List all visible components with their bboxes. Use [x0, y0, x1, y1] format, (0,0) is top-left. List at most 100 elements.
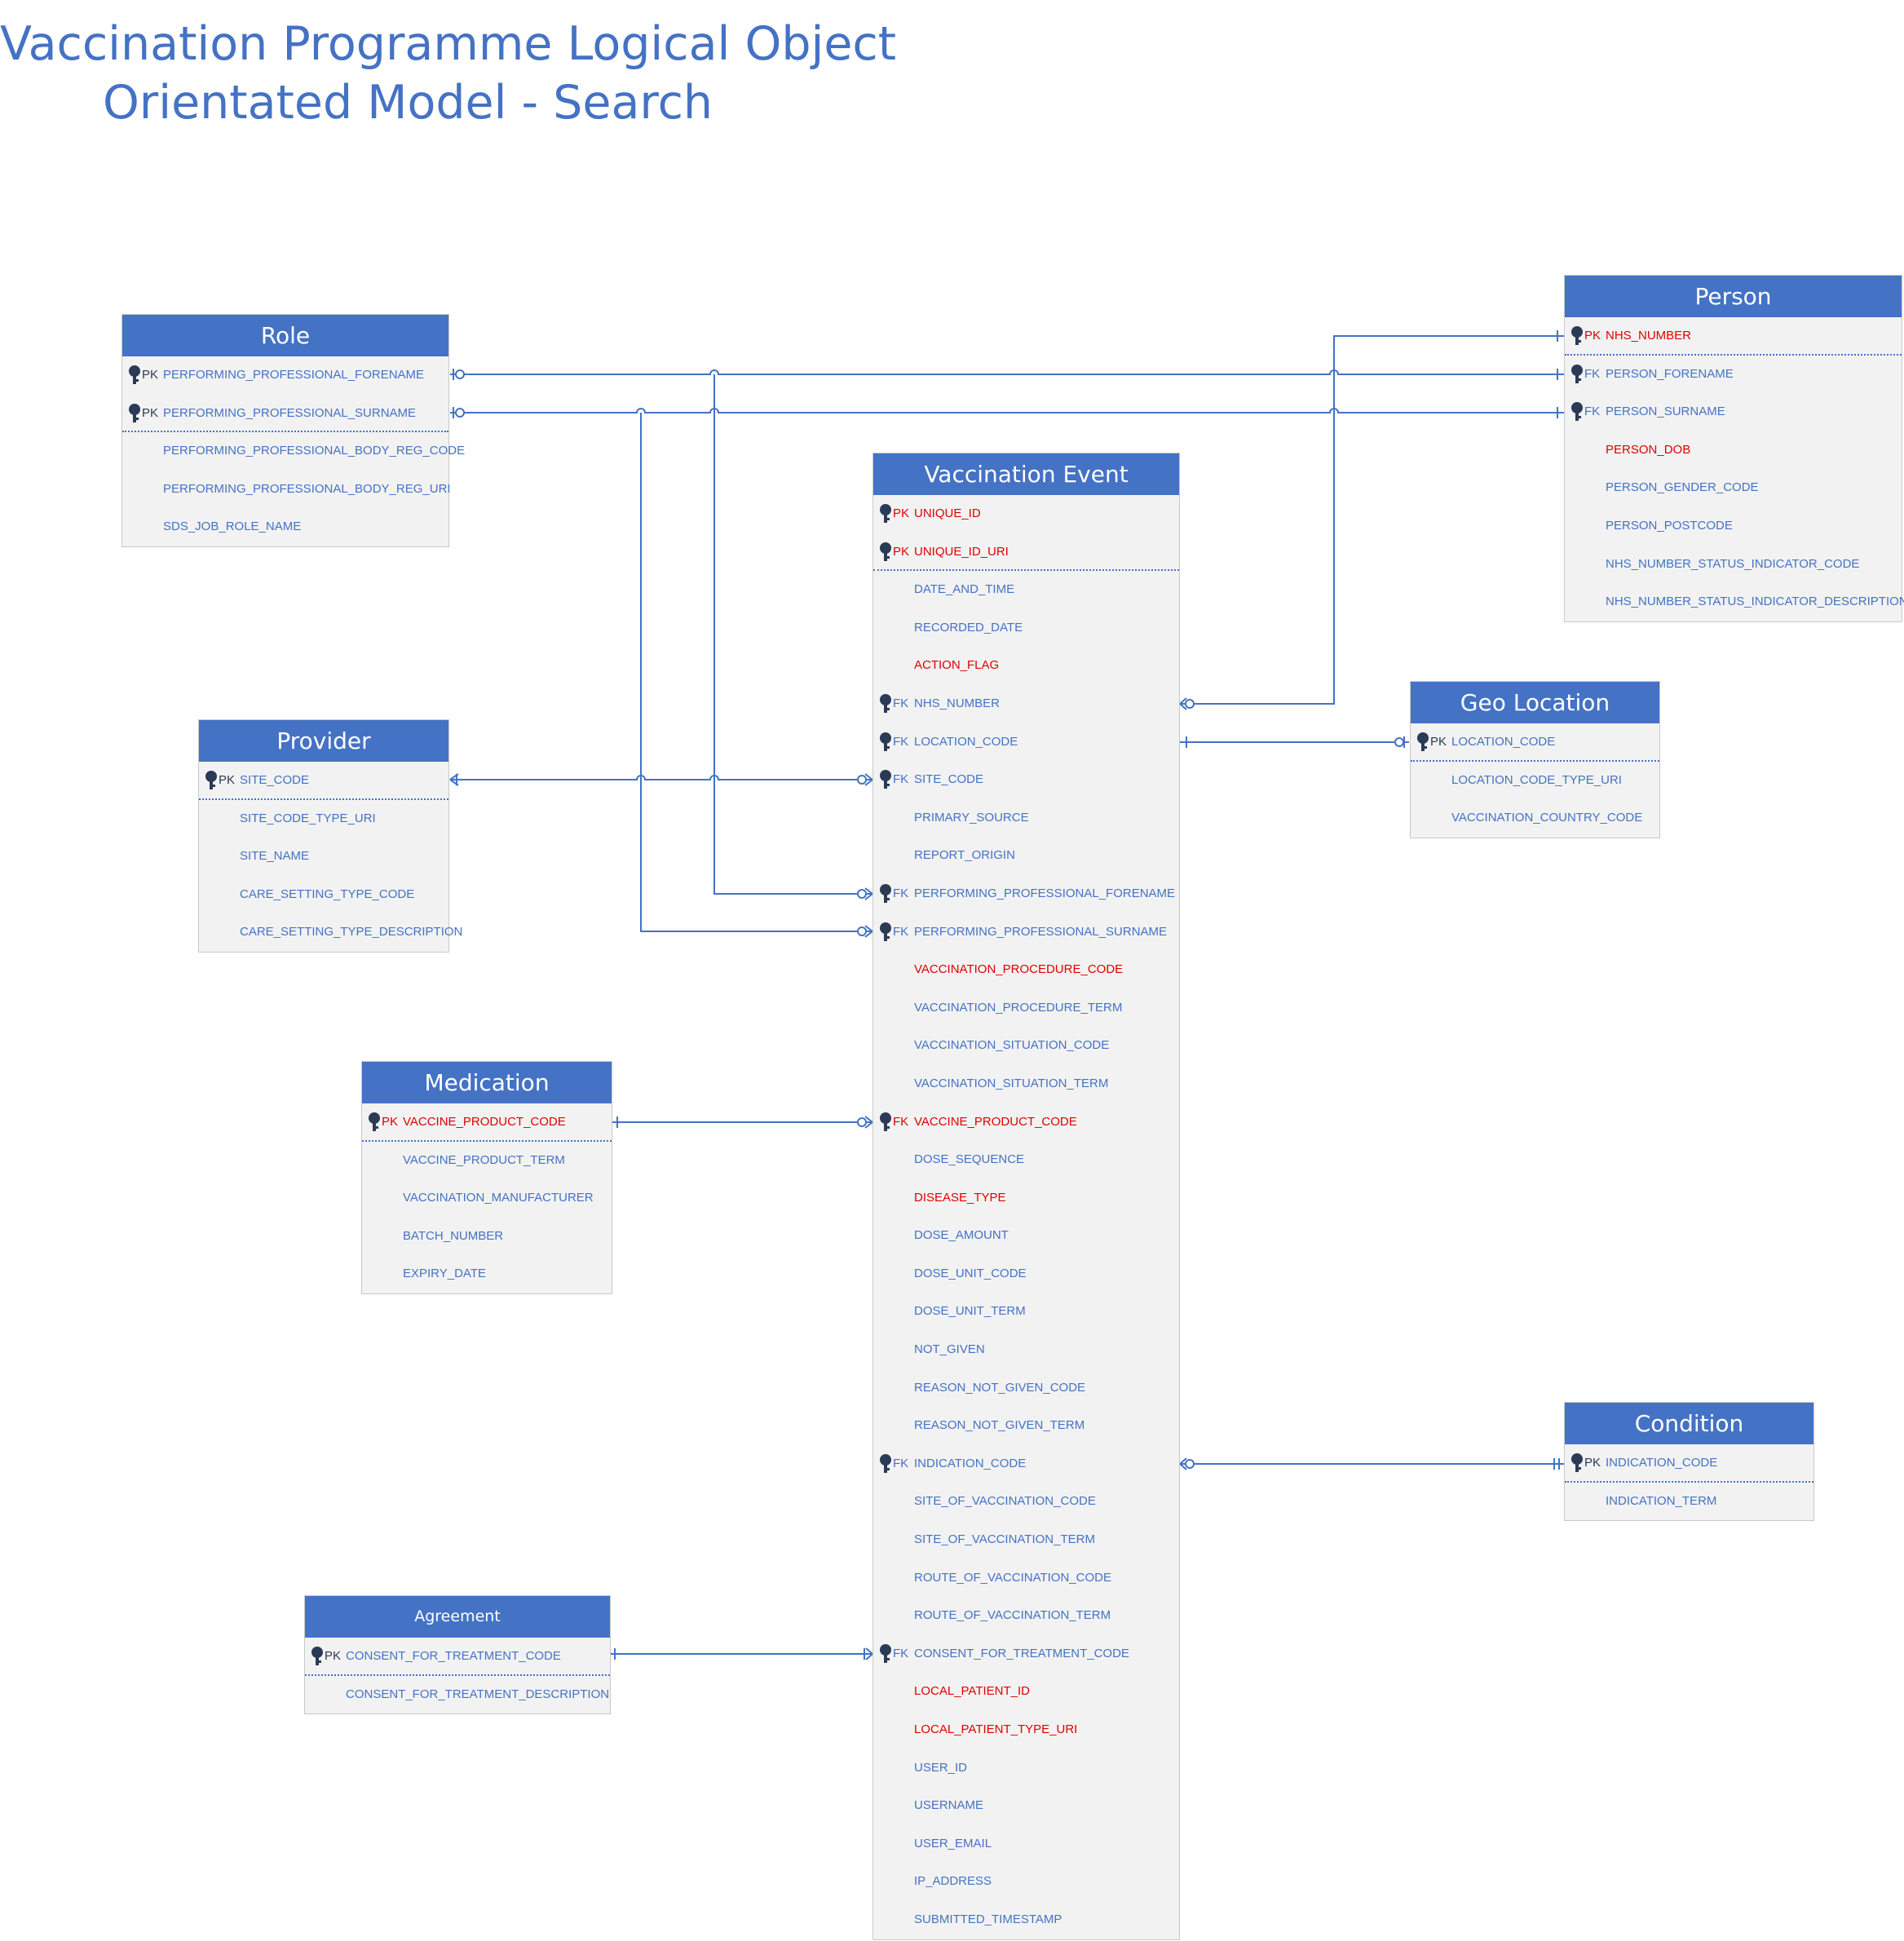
key-icon — [878, 503, 893, 524]
field-row[interactable]: RECORDED_DATE — [873, 609, 1179, 648]
field-name: PERFORMING_PROFESSIONAL_SURNAME — [914, 924, 1168, 939]
key-type-label: FK — [893, 924, 909, 939]
field-row[interactable]: NHS_NUMBER_STATUS_INDICATOR_CODE — [1565, 546, 1902, 584]
field-name: SITE_CODE — [914, 772, 984, 787]
field-row[interactable]: DOSE_AMOUNT — [873, 1217, 1179, 1255]
field-row[interactable]: VACCINATION_SITUATION_CODE — [873, 1027, 1179, 1065]
field-row[interactable]: PERSON_GENDER_CODE — [1565, 469, 1902, 507]
field-row[interactable]: LOCAL_PATIENT_TYPE_URI — [873, 1711, 1179, 1749]
field-row[interactable]: SITE_CODE_TYPE_URI — [199, 800, 448, 838]
field-row[interactable]: REASON_NOT_GIVEN_TERM — [873, 1407, 1179, 1445]
field-row[interactable]: PERFORMING_PROFESSIONAL_BODY_REG_URI — [122, 471, 451, 509]
field-row[interactable]: ROUTE_OF_VACCINATION_CODE — [873, 1559, 1179, 1598]
field-row[interactable]: PERSON_POSTCODE — [1565, 507, 1902, 546]
field-name: VACCINATION_COUNTRY_CODE — [1451, 811, 1643, 825]
field-row[interactable]: NHS_NUMBER_STATUS_INDICATOR_DESCRIPTION — [1565, 583, 1904, 621]
key-type-label: PK — [219, 773, 236, 787]
key-icon — [878, 1643, 893, 1665]
entity-header-geo-location: Geo Location — [1411, 682, 1659, 723]
field-name: VACCINE_PRODUCT_CODE — [403, 1115, 566, 1129]
field-row[interactable]: SITE_OF_VACCINATION_CODE — [873, 1483, 1179, 1521]
field-row[interactable]: SUBMITTED_TIMESTAMP — [873, 1901, 1179, 1939]
field-row[interactable]: VACCINATION_COUNTRY_CODE — [1411, 799, 1659, 838]
field-row[interactable]: CARE_SETTING_TYPE_CODE — [199, 876, 448, 914]
field-row[interactable]: PRIMARY_SOURCE — [873, 799, 1179, 838]
field-row[interactable]: FK PERFORMING_PROFESSIONAL_SURNAME — [873, 913, 1179, 952]
field-row[interactable]: LOCAL_PATIENT_ID — [873, 1673, 1179, 1711]
field-row[interactable]: BATCH_NUMBER — [362, 1218, 612, 1256]
field-name: SITE_CODE — [240, 773, 310, 787]
field-name: IP_ADDRESS — [914, 1874, 992, 1889]
field-row[interactable]: ROUTE_OF_VACCINATION_TERM — [873, 1597, 1179, 1635]
field-row[interactable]: LOCATION_CODE_TYPE_URI — [1411, 762, 1659, 800]
field-row[interactable]: DOSE_UNIT_TERM — [873, 1293, 1179, 1331]
key-type-label: FK — [893, 1646, 909, 1660]
field-row[interactable]: DOSE_UNIT_CODE — [873, 1255, 1179, 1293]
role-forename-to-event-line — [713, 374, 872, 895]
field-row[interactable]: SITE_NAME — [199, 838, 448, 876]
field-row[interactable]: SDS_JOB_ROLE_NAME — [122, 508, 448, 546]
role-surname-to-event-line — [640, 413, 872, 932]
person-nhs-to-event-line — [1180, 335, 1564, 705]
field-row[interactable]: PERSON_DOB — [1565, 431, 1902, 470]
field-row[interactable]: VACCINATION_SITUATION_TERM — [873, 1065, 1179, 1103]
field-row[interactable]: VACCINATION_PROCEDURE_CODE — [873, 951, 1179, 989]
entity-header-agreement: Agreement — [305, 1596, 610, 1638]
field-row[interactable]: DATE_AND_TIME — [873, 571, 1179, 609]
field-row[interactable]: USER_EMAIL — [873, 1825, 1179, 1864]
field-row[interactable]: PERFORMING_PROFESSIONAL_BODY_REG_CODE — [122, 432, 465, 471]
field-row[interactable]: USERNAME — [873, 1787, 1179, 1825]
field-row[interactable]: CARE_SETTING_TYPE_DESCRIPTION — [199, 913, 462, 952]
field-row[interactable]: PK SITE_CODE — [199, 762, 448, 800]
field-row[interactable]: REPORT_ORIGIN — [873, 837, 1179, 875]
key-icon — [878, 769, 893, 790]
field-row[interactable]: IP_ADDRESS — [873, 1863, 1179, 1901]
field-row[interactable]: DISEASE_TYPE — [873, 1179, 1179, 1218]
field-row[interactable]: NOT_GIVEN — [873, 1331, 1179, 1369]
field-row[interactable]: VACCINATION_MANUFACTURER — [362, 1179, 612, 1218]
field-row[interactable]: SITE_OF_VACCINATION_TERM — [873, 1521, 1179, 1559]
field-row[interactable]: CONSENT_FOR_TREATMENT_DESCRIPTION — [305, 1676, 610, 1714]
key-type-label: FK — [1584, 405, 1601, 419]
role-forename-to-person-forename-line — [450, 369, 1564, 375]
field-row[interactable]: USER_ID — [873, 1749, 1179, 1788]
field-name: PERSON_GENDER_CODE — [1606, 480, 1759, 495]
field-row[interactable]: DOSE_SEQUENCE — [873, 1141, 1179, 1179]
field-row[interactable]: VACCINE_PRODUCT_TERM — [362, 1142, 612, 1180]
field-row[interactable]: INDICATION_TERM — [1565, 1483, 1813, 1521]
field-row[interactable]: EXPIRY_DATE — [362, 1255, 612, 1293]
field-row[interactable]: ACTION_FLAG — [873, 647, 1179, 685]
field-name: ROUTE_OF_VACCINATION_TERM — [914, 1608, 1111, 1623]
diagram-title-line-2: Orientated Model - Search — [102, 76, 713, 130]
field-name: SDS_JOB_ROLE_NAME — [163, 520, 302, 534]
key-icon — [878, 693, 893, 714]
field-row[interactable]: VACCINATION_PROCEDURE_TERM — [873, 989, 1179, 1028]
field-row[interactable]: REASON_NOT_GIVEN_CODE — [873, 1369, 1179, 1408]
